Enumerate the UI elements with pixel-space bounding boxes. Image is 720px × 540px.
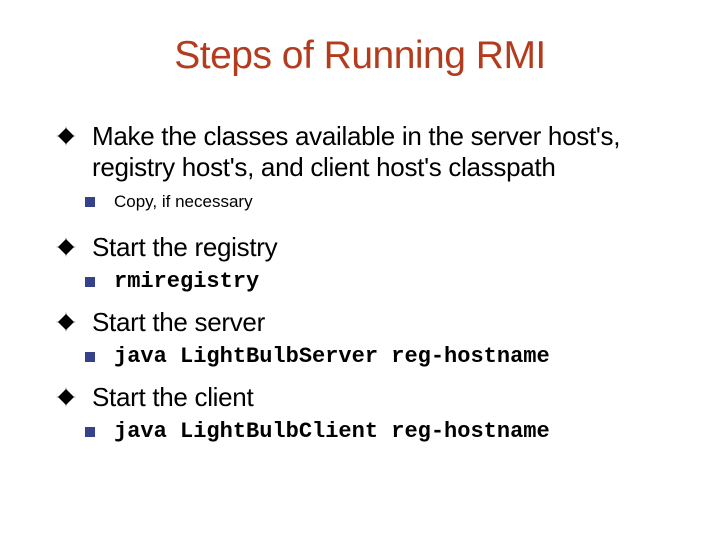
sub-bullet-label: Copy, if necessary: [114, 192, 253, 211]
bullet-group: Start the server java LightBulbServer re…: [56, 307, 706, 370]
bullet-item: Make the classes available in the server…: [56, 121, 706, 183]
small-square-icon: [85, 351, 95, 362]
diamond-gem-icon: [56, 387, 76, 407]
small-square-icon: [85, 426, 95, 437]
small-square-icon: [85, 196, 95, 207]
diamond-gem-icon: [56, 126, 76, 146]
bullet-item: Start the server: [56, 307, 706, 338]
bullet-item: Start the client: [56, 382, 706, 413]
bullet-group: Make the classes available in the server…: [56, 121, 706, 220]
bullet-label: Start the registry: [92, 232, 278, 262]
sub-bullet-label: java LightBulbServer reg-hostname: [114, 344, 550, 369]
sub-bullet-item: rmiregistry: [85, 268, 706, 295]
bullet-label: Make the classes available in the server…: [92, 121, 621, 182]
bullet-item: Start the registry: [56, 232, 706, 263]
small-square-icon: [85, 276, 95, 287]
slide-title: Steps of Running RMI: [174, 34, 546, 77]
bullet-group: Start the client java LightBulbClient re…: [56, 382, 706, 445]
sub-bullet-label: rmiregistry: [114, 269, 260, 294]
sub-bullet-item: Copy, if necessary: [85, 191, 706, 212]
sub-bullet-item: java LightBulbClient reg-hostname: [85, 418, 706, 445]
sub-bullet-label: java LightBulbClient reg-hostname: [114, 419, 550, 444]
bullet-label: Start the client: [92, 382, 254, 412]
bullet-label: Start the server: [92, 307, 265, 337]
diamond-gem-icon: [56, 312, 76, 332]
sub-bullet-item: java LightBulbServer reg-hostname: [85, 343, 706, 370]
diamond-gem-icon: [56, 237, 76, 257]
slide-body: Make the classes available in the server…: [56, 121, 706, 445]
bullet-group: Start the registry rmiregistry: [56, 232, 706, 295]
